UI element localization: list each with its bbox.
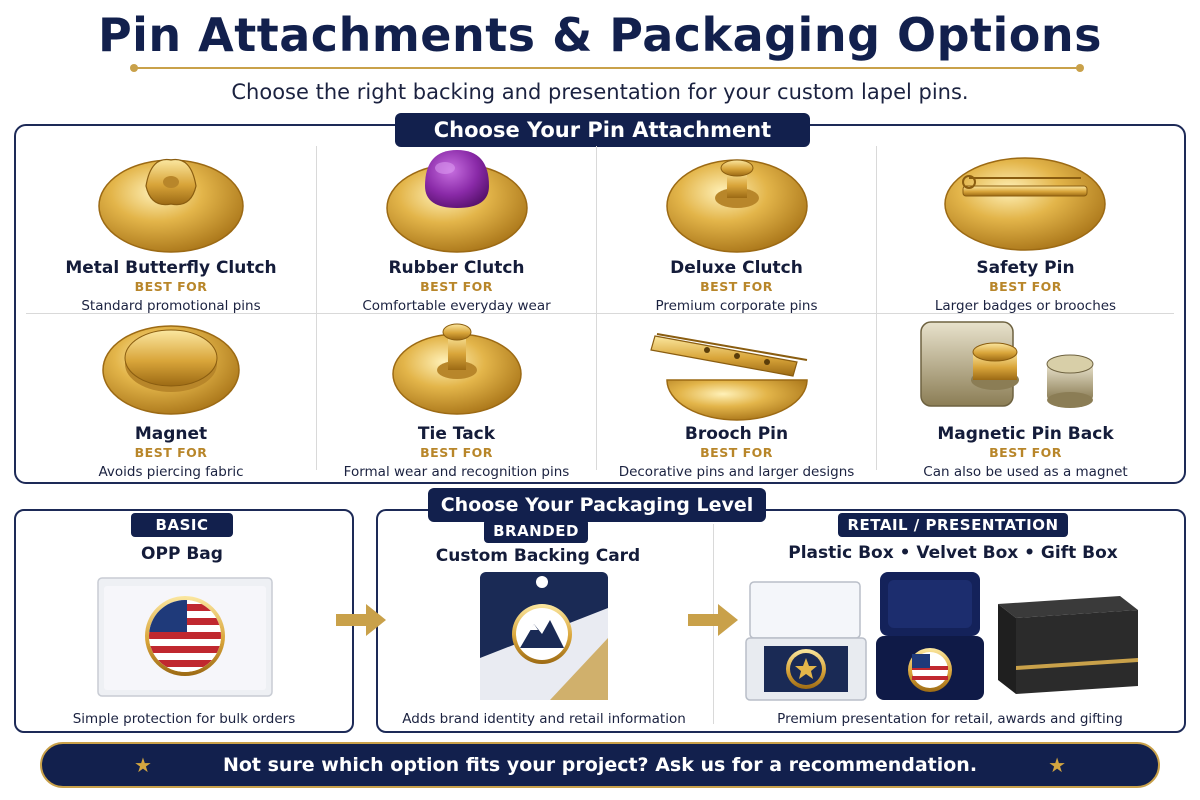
column-divider bbox=[876, 146, 877, 470]
retail-package-description: Premium presentation for retail, awards … bbox=[777, 711, 1123, 727]
page-subtitle: Choose the right backing and presentatio… bbox=[231, 80, 969, 104]
best-for-label: BEST FOR bbox=[700, 279, 773, 294]
title-divider bbox=[130, 64, 1084, 72]
recommendation-banner[interactable]: ★ Not sure which option fits your projec… bbox=[40, 742, 1160, 788]
arrow-right-icon bbox=[336, 604, 386, 636]
branded-package-name: Custom Backing Card bbox=[435, 546, 641, 566]
packaging-section-title: Choose Your Packaging Level bbox=[428, 488, 766, 522]
deluxe-clutch-icon bbox=[666, 159, 808, 253]
page-title: Pin Attachments & Packaging Options bbox=[97, 8, 1103, 62]
attachment-name: Brooch Pin bbox=[684, 424, 789, 444]
magnetic-pin-back-icon bbox=[920, 321, 1094, 408]
attachment-name: Rubber Clutch bbox=[388, 258, 525, 278]
best-for-label: BEST FOR bbox=[134, 279, 208, 294]
attachment-safety-pin[interactable]: Safety Pin BEST FOR Larger badges or bro… bbox=[877, 146, 1174, 314]
rubber-clutch-icon bbox=[386, 150, 528, 253]
best-for-label: BEST FOR bbox=[134, 445, 208, 460]
safety-pin-icon bbox=[944, 157, 1106, 251]
brooch-pin-icon bbox=[650, 333, 808, 421]
branded-package-description: Adds brand identity and retail informati… bbox=[402, 711, 686, 727]
star-icon: ★ bbox=[1048, 753, 1066, 777]
attachment-description: Premium corporate pins bbox=[655, 298, 818, 314]
branded-badge: BRANDED bbox=[484, 519, 588, 543]
attachment-name: Magnetic Pin Back bbox=[937, 424, 1114, 444]
star-icon: ★ bbox=[134, 753, 152, 777]
best-for-label: BEST FOR bbox=[420, 279, 493, 294]
attachment-description: Avoids piercing fabric bbox=[98, 464, 244, 480]
retail-badge: RETAIL / PRESENTATION bbox=[838, 513, 1068, 537]
opp-bag-icon bbox=[97, 577, 273, 697]
attachment-rubber-clutch[interactable]: Rubber Clutch BEST FOR Comfortable every… bbox=[317, 146, 596, 314]
column-divider bbox=[596, 146, 597, 470]
best-for-label: BEST FOR bbox=[700, 445, 773, 460]
attachment-metal-butterfly-clutch[interactable]: Metal Butterfly Clutch BEST FOR Standard… bbox=[26, 146, 316, 314]
tie-tack-icon bbox=[392, 323, 522, 415]
attachment-name: Metal Butterfly Clutch bbox=[65, 258, 277, 278]
attachment-magnet[interactable]: Magnet BEST FOR Avoids piercing fabric bbox=[26, 312, 316, 480]
attachment-description: Can also be used as a magnet bbox=[923, 464, 1128, 480]
attachment-name: Magnet bbox=[134, 424, 208, 444]
attachment-description: Comfortable everyday wear bbox=[362, 298, 551, 314]
attachment-name: Tie Tack bbox=[417, 424, 496, 444]
attachment-deluxe-clutch[interactable]: Deluxe Clutch BEST FOR Premium corporate… bbox=[597, 146, 876, 314]
row-divider bbox=[26, 313, 1174, 314]
attachment-tie-tack[interactable]: Tie Tack BEST FOR Formal wear and recogn… bbox=[317, 312, 596, 480]
best-for-label: BEST FOR bbox=[989, 445, 1062, 460]
basic-package-description: Simple protection for bulk orders bbox=[72, 711, 296, 727]
gift-boxes-icon bbox=[745, 572, 1138, 701]
column-divider bbox=[316, 146, 317, 470]
attachment-description: Standard promotional pins bbox=[81, 298, 261, 314]
recommendation-text: Not sure which option fits your project?… bbox=[222, 754, 978, 776]
butterfly-clutch-icon bbox=[98, 158, 244, 253]
attachment-description: Larger badges or brooches bbox=[934, 298, 1117, 314]
retail-package-name: Plastic Box • Velvet Box • Gift Box bbox=[788, 543, 1118, 563]
arrow-right-icon bbox=[688, 604, 738, 636]
attachment-brooch-pin[interactable]: Brooch Pin BEST FOR Decorative pins and … bbox=[597, 312, 876, 480]
best-for-label: BEST FOR bbox=[420, 445, 493, 460]
basic-package-name: OPP Bag bbox=[141, 544, 223, 564]
best-for-label: BEST FOR bbox=[989, 279, 1062, 294]
magnet-icon bbox=[102, 325, 240, 415]
attachment-description: Formal wear and recognition pins bbox=[343, 464, 570, 480]
backing-card-icon bbox=[480, 572, 608, 700]
attachment-name: Safety Pin bbox=[976, 258, 1075, 278]
basic-badge: BASIC bbox=[131, 513, 233, 537]
attachment-magnetic-pin-back[interactable]: Magnetic Pin Back BEST FOR Can also be u… bbox=[877, 312, 1174, 480]
attachment-section-title: Choose Your Pin Attachment bbox=[395, 113, 810, 147]
attachment-description: Decorative pins and larger designs bbox=[618, 464, 855, 480]
attachment-name: Deluxe Clutch bbox=[670, 258, 803, 278]
